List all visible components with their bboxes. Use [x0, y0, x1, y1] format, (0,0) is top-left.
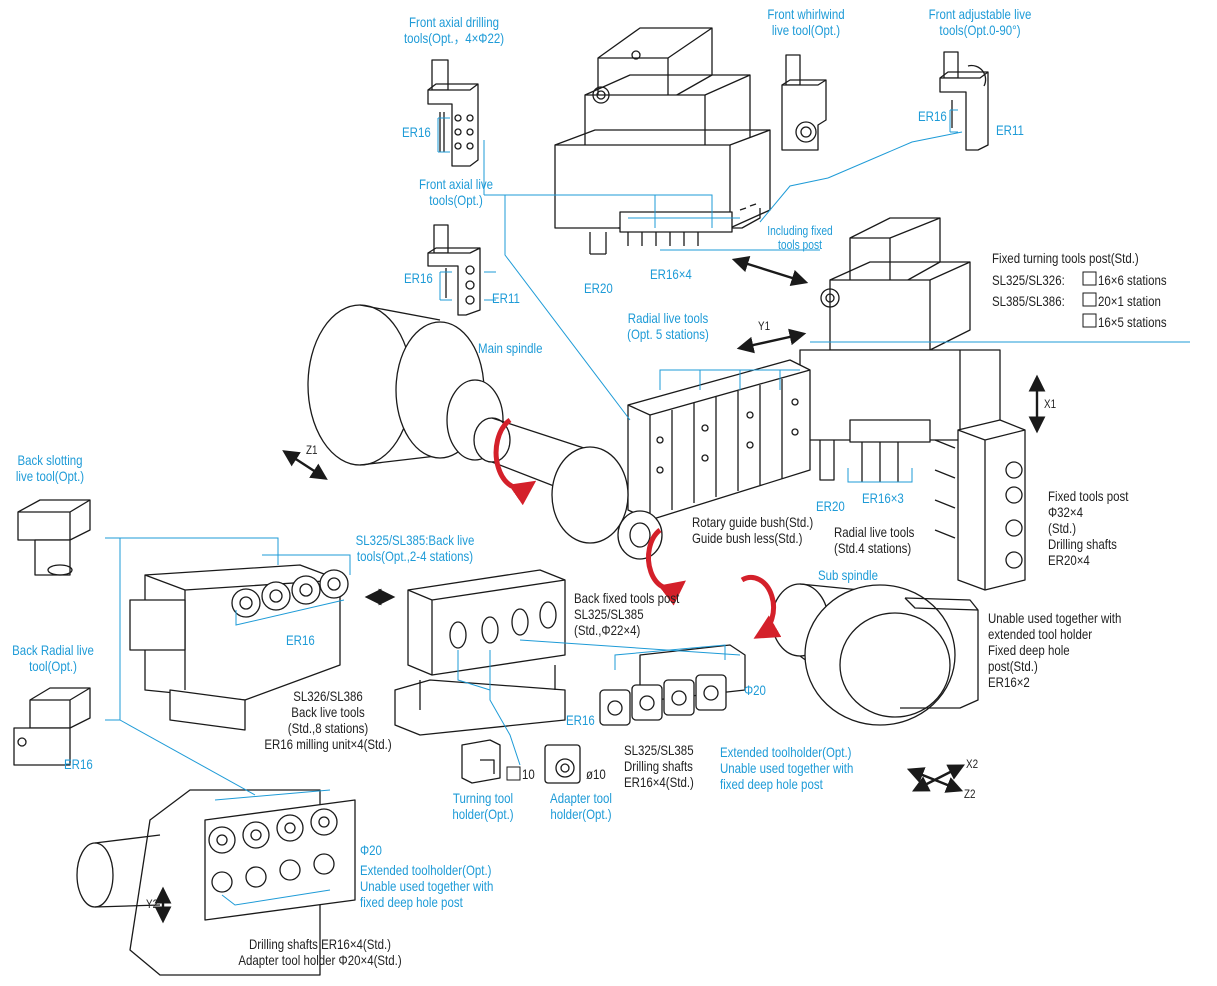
label-er16-f: ER16 [64, 756, 93, 772]
label-main-spindle: Main spindle [478, 340, 543, 356]
label-back-slotting: Back slotting live tool(Opt.) [15, 452, 85, 485]
axis-arrows [154, 256, 1046, 924]
bottom-back-unit [76, 789, 356, 976]
front-adjustable-tool [939, 51, 989, 151]
label-unable-extended: Unable used together with extended tool … [988, 610, 1122, 691]
label-y1: Y1 [758, 319, 771, 333]
back-fixed-tools-post [394, 569, 566, 736]
leader-lines [105, 109, 1190, 906]
label-extended-opt-b: Extended toolholder(Opt.) Unable used to… [360, 862, 494, 911]
label-sl325-back-live: SL325/SL385:Back live tools(Opt.,2-4 sta… [355, 532, 475, 565]
label-er16-c: ER16 [918, 108, 947, 124]
label-sl325-drilling: SL325/SL385 Drilling shafts ER16×4(Std.) [624, 742, 694, 791]
label-y2: Y2 [146, 897, 159, 911]
adapter-tool-holder [544, 744, 581, 784]
label-radial-live-std: Radial live tools (Std.4 stations) [834, 524, 915, 557]
label-er16x4-top: ER16×4 [650, 266, 692, 282]
label-fixed-turning-post: Fixed turning tools post(Std.) [992, 250, 1139, 266]
label-ten: 10 [522, 766, 535, 782]
top-tool-head [554, 27, 771, 255]
station-checkboxes [506, 271, 1097, 781]
label-sl325-val: 16×6 stations [1098, 272, 1167, 288]
front-axial-drilling-tool [427, 59, 479, 167]
label-er16-e: ER16 [566, 712, 595, 728]
label-sub-spindle: Sub spindle [818, 567, 879, 583]
rotation-arrows [493, 417, 782, 639]
label-front-axial-drilling: Front axial drilling tools(Opt.，4×Φ22) [403, 14, 505, 47]
sub-spindle [771, 583, 979, 726]
label-z1: Z1 [306, 443, 318, 457]
label-front-adjustable: Front adjustable live tools(Opt.0-90°) [928, 6, 1032, 39]
drilling-shafts-group [599, 644, 746, 726]
label-sl385-val: 20×1 station [1098, 293, 1161, 309]
label-z2: Z2 [964, 787, 976, 801]
label-er16-d: ER16 [286, 632, 315, 648]
turning-tool-holder [461, 739, 501, 784]
label-extended-opt: Extended toolholder(Opt.) Unable used to… [720, 744, 854, 793]
label-drilling-bottom: Drilling shafts ER16×4(Std.) Adapter too… [238, 936, 402, 969]
label-phi20-a: Φ20 [744, 682, 766, 698]
label-er16x3: ER16×3 [862, 490, 904, 506]
front-whirlwind-tool [781, 54, 827, 151]
radial-live-tools-block [627, 359, 811, 521]
back-slotting-tool [17, 499, 91, 576]
main-spindle [307, 304, 663, 560]
back-radial-tool [13, 687, 91, 766]
label-sl326-back: SL326/SL386 Back live tools (Std.,8 stat… [264, 688, 392, 753]
label-extra-val: 16×5 stations [1098, 314, 1167, 330]
label-including-fixed: Including fixed tools post [767, 224, 833, 253]
label-back-radial: Back Radial live tool(Opt.) [12, 642, 94, 675]
label-front-axial-live: Front axial live tools(Opt.) [418, 176, 494, 209]
label-er11-b: ER11 [996, 122, 1024, 138]
fixed-tools-post-right [934, 419, 1026, 591]
label-er20-a: ER20 [584, 280, 613, 296]
label-rotary-guide: Rotary guide bush(Std.) Guide bush less(… [692, 514, 814, 547]
back-live-tools-unit [129, 564, 349, 731]
label-fixed-tools-post: Fixed tools post Φ32×4 (Std.) Drilling s… [1048, 488, 1129, 569]
label-turning-holder: Turning tool holder(Opt.) [452, 790, 514, 823]
label-x2: X2 [966, 757, 979, 771]
label-x1: X1 [1044, 397, 1057, 411]
label-front-whirlwind: Front whirlwind live tool(Opt.) [767, 6, 845, 39]
label-phi10: ø10 [586, 766, 606, 782]
label-sl385-line: SL385/SL386: [992, 293, 1065, 309]
front-axial-live-tool [427, 224, 481, 316]
label-adapter-holder: Adapter tool holder(Opt.) [550, 790, 612, 823]
label-back-fixed-post: Back fixed tools post SL325/SL385 (Std.,… [574, 590, 680, 639]
label-sl325-line: SL325/SL326: [992, 272, 1065, 288]
label-er16-b: ER16 [404, 270, 433, 286]
label-er16-a: ER16 [402, 124, 431, 140]
label-radial-live-opt: Radial live tools (Opt. 5 stations) [627, 310, 709, 343]
label-phi20-b: Φ20 [360, 842, 382, 858]
label-er11-a: ER11 [492, 290, 520, 306]
label-er20-b: ER20 [816, 498, 845, 514]
